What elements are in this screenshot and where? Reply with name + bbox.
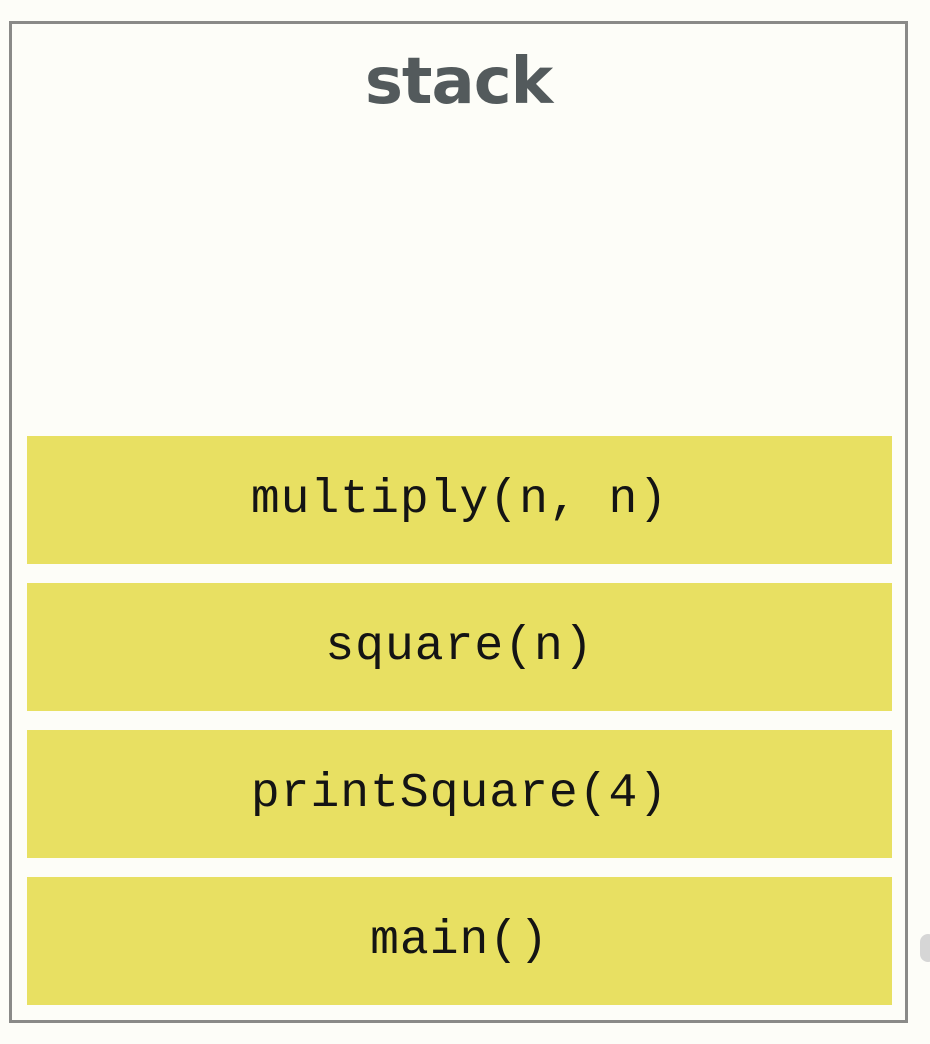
- edge-overlay-mark: [920, 934, 930, 962]
- stack-frame-label: printSquare(4): [250, 767, 669, 821]
- stack-frame-square: square(n): [27, 583, 892, 711]
- stack-frames: multiply(n, n) square(n) printSquare(4) …: [27, 436, 892, 1005]
- stack-title: stack: [364, 45, 553, 119]
- stack-frame-label: main(): [370, 914, 549, 968]
- stack-frame-label: square(n): [325, 620, 594, 674]
- stack-frame-printsquare: printSquare(4): [27, 730, 892, 858]
- stack-container: stack multiply(n, n) square(n) printSqua…: [9, 21, 908, 1023]
- stack-frame-label: multiply(n, n): [250, 473, 669, 527]
- stack-frame-multiply: multiply(n, n): [27, 436, 892, 564]
- stack-frame-main: main(): [27, 877, 892, 1005]
